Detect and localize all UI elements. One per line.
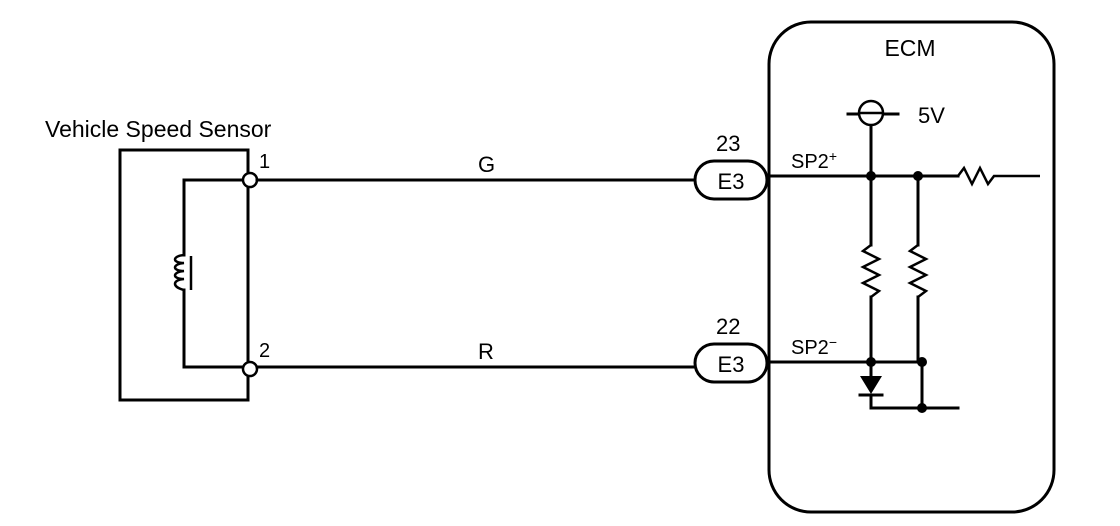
- left-resistor-icon: [860, 244, 882, 298]
- junction-dot: [917, 357, 927, 367]
- sensor-terminal-1: [241, 171, 259, 189]
- sensor-pin-1: 1: [259, 151, 270, 173]
- junction-dot: [866, 171, 876, 181]
- ecm-title: ECM: [884, 35, 935, 61]
- ecm-box: [767, 20, 1056, 514]
- connector-e3-top: [693, 159, 769, 201]
- right-resistor-icon: [907, 244, 929, 298]
- series-resistor-icon: [957, 165, 1040, 187]
- diode-icon: [860, 376, 882, 394]
- junction-dot: [917, 403, 927, 413]
- sensor-title: Vehicle Speed Sensor: [45, 116, 272, 142]
- sensor-pin-2: 2: [259, 340, 270, 362]
- voltage-label: 5V: [918, 103, 945, 128]
- connector-top-name: E3: [718, 169, 745, 194]
- sensor-housing: [118, 148, 250, 402]
- sp2-plus-label: SP2+: [791, 148, 837, 173]
- sp2-minus-label: SP2−: [791, 334, 837, 359]
- connector-bottom-pin: 22: [716, 314, 740, 339]
- junction-dot: [913, 171, 923, 181]
- wire-r-label: R: [478, 339, 494, 364]
- sensor-terminal-2: [241, 360, 259, 378]
- coil-icon: [173, 253, 193, 292]
- sensor-internal-loop: [182, 178, 244, 369]
- connector-top-pin: 23: [716, 131, 740, 156]
- connector-bottom-name: E3: [718, 352, 745, 377]
- junction-dot: [866, 357, 876, 367]
- wire-g-label: G: [478, 152, 495, 177]
